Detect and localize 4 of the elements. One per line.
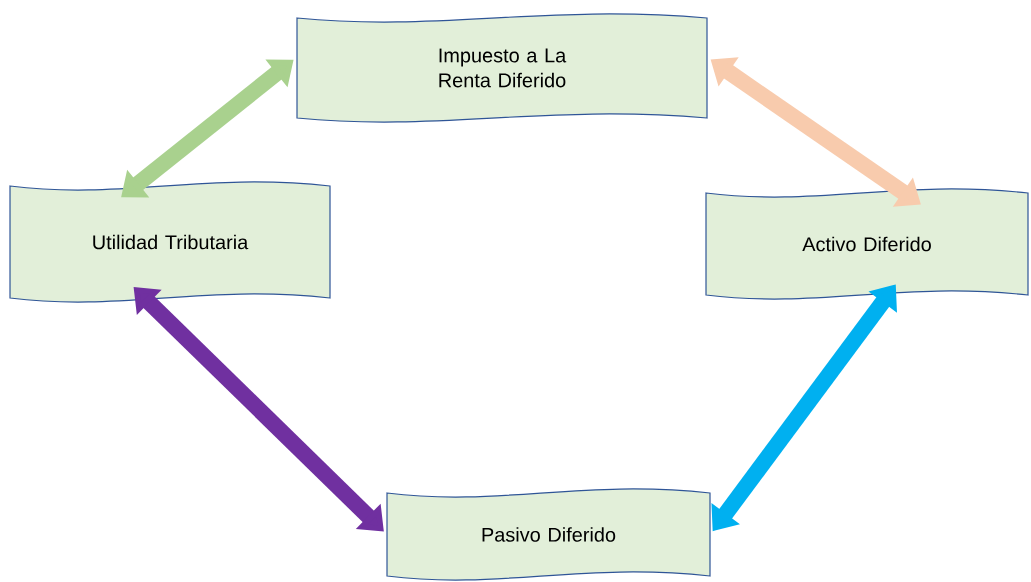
banner-box: Utilidad Tributaria xyxy=(9,181,331,303)
banner-box: Impuesto a La Renta Diferido xyxy=(296,13,708,123)
banner-box: Pasivo Diferido xyxy=(386,488,711,581)
banner-box: Activo Diferido xyxy=(705,188,1029,300)
